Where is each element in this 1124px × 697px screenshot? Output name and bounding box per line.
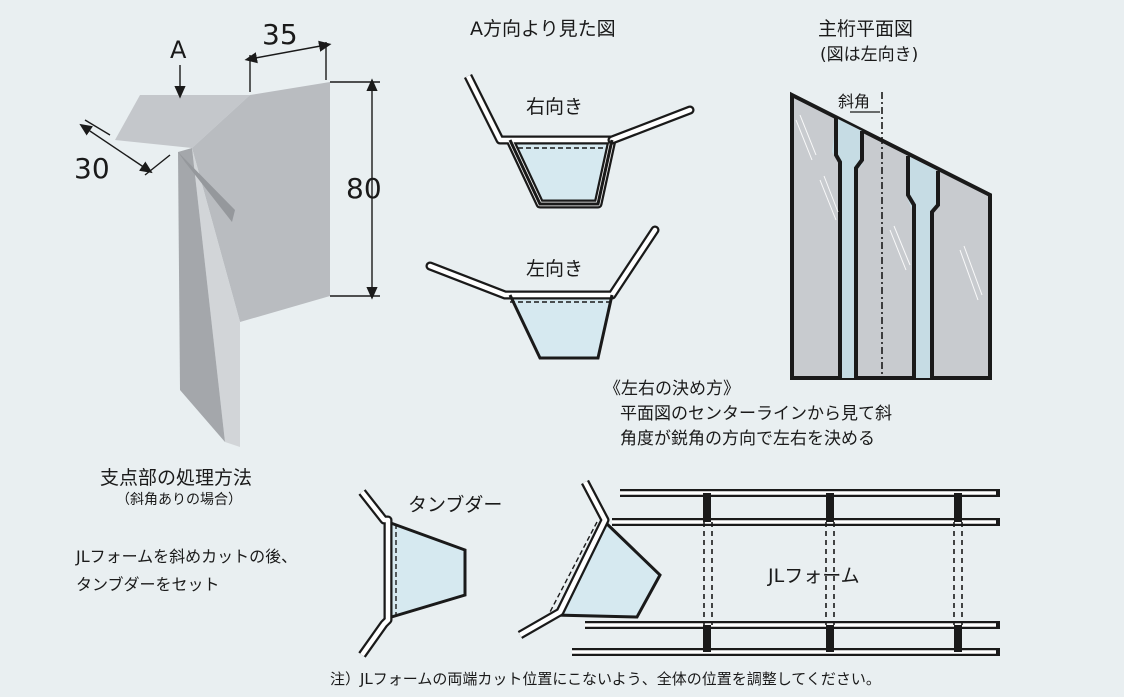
dimension-lines [79, 40, 380, 300]
dimension-35: 35 [262, 18, 298, 51]
stopper-note-line-2: タンブダーをセット [76, 575, 220, 594]
jl-form-frame [517, 479, 1000, 656]
view-arrow-label: A [170, 36, 187, 64]
stopper-label: タンブダー [408, 494, 503, 516]
support-subcaption: （斜角ありの場合） [116, 492, 242, 508]
plan-view-drawing [790, 91, 992, 380]
skew-angle-label: 斜角 [838, 92, 871, 111]
plan-view-subtitle: (図は左向き) [820, 45, 919, 65]
dimension-30: 30 [74, 152, 110, 185]
rule-heading: 《左右の決め方》 [604, 379, 740, 399]
dimension-80: 80 [346, 172, 382, 205]
support-angle-illustration [115, 82, 330, 447]
plan-view-title: 主桁平面図 [818, 18, 914, 40]
rule-line-2: 角度が鋭角の方向で左右を決める [620, 429, 875, 449]
section-left [425, 225, 660, 360]
footnote: 注）JLフォームの両端カット位置にこないよう、全体の位置を調整してください。 [330, 670, 881, 688]
right-orientation-label: 右向き [526, 96, 584, 118]
stopper-note-line-1: JLフォームを斜めカットの後、 [76, 547, 298, 566]
support-caption: 支点部の処理方法 [100, 467, 253, 489]
a-view-title: A方向より見た図 [470, 18, 616, 40]
section-right [463, 73, 695, 209]
stopper-illustration [358, 489, 467, 658]
left-orientation-label: 左向き [526, 258, 584, 280]
rule-line-1: 平面図のセンターラインから見て斜 [620, 404, 892, 424]
jl-form-label: JLフォーム [768, 565, 860, 587]
